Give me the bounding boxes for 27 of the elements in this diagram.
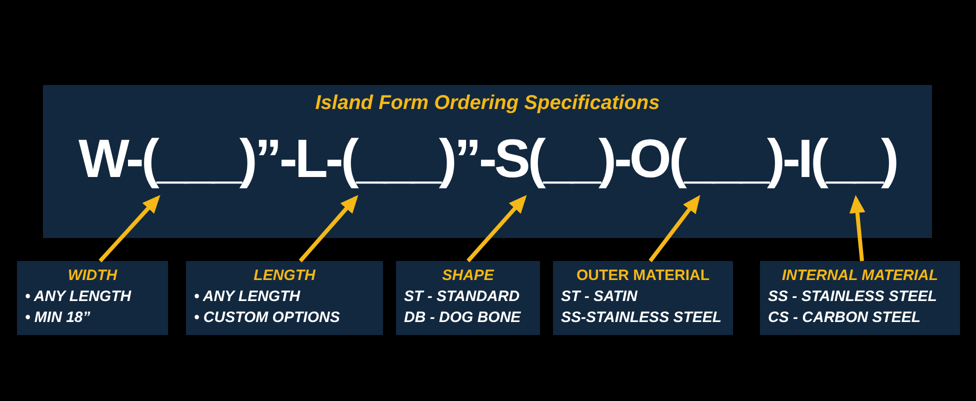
option-item: • MIN 18”	[25, 308, 90, 328]
panel-title: Island Form Ordering Specifications	[315, 91, 660, 115]
leader-arrow	[466, 195, 527, 262]
option-box	[17, 261, 168, 335]
option-item: • ANY LENGTH	[194, 287, 300, 307]
option-item: • ANY LENGTH	[25, 287, 132, 307]
option-item: DB - DOG BONE	[404, 308, 521, 328]
option-heading: INTERNAL MATERIAL	[782, 266, 938, 286]
option-box	[760, 261, 960, 335]
option-item: SS-STAINLESS STEEL	[561, 308, 722, 328]
option-heading: LENGTH	[254, 266, 316, 286]
option-item: ST - STANDARD	[404, 287, 520, 307]
option-heading: WIDTH	[68, 266, 118, 286]
option-box	[396, 261, 540, 335]
option-box	[186, 261, 383, 335]
option-item: • CUSTOM OPTIONS	[194, 308, 340, 328]
option-heading: SHAPE	[442, 266, 494, 286]
option-box	[553, 261, 733, 335]
leader-arrow	[298, 195, 358, 262]
option-item: SS - STAINLESS STEEL	[768, 287, 937, 307]
option-item: CS - CARBON STEEL	[768, 308, 921, 328]
spec-panel	[43, 85, 932, 238]
order-code: W-(___)”-L-(___)”-S(__)-O(___)-I(__)	[78, 129, 897, 189]
option-heading: OUTER MATERIAL	[576, 266, 710, 286]
option-item: ST - SATIN	[561, 287, 638, 307]
leader-arrow	[648, 195, 700, 262]
leader-arrow	[98, 195, 160, 262]
